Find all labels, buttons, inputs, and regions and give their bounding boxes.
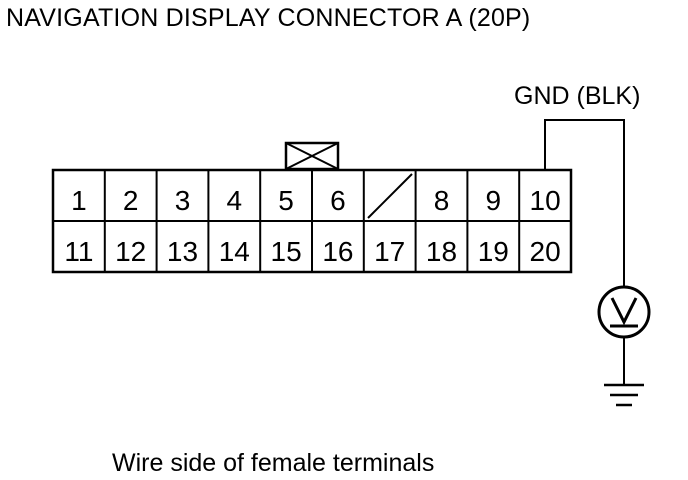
connector-lock-tab-icon — [284, 141, 340, 171]
empty-cavity-slash — [367, 173, 413, 219]
terminal-3: 3 — [175, 185, 191, 216]
ground-wire — [544, 119, 625, 287]
diagram-title: NAVIGATION DISPLAY CONNECTOR A (20P) — [6, 4, 531, 32]
terminal-4: 4 — [227, 185, 243, 216]
terminal-5: 5 — [278, 185, 294, 216]
voltmeter-icon[interactable] — [597, 285, 651, 339]
terminal-10: 10 — [530, 185, 561, 216]
terminal-18: 18 — [426, 236, 457, 267]
terminal-14: 14 — [219, 236, 250, 267]
terminal-16: 16 — [322, 236, 353, 267]
terminal-17: 17 — [374, 236, 405, 267]
terminal-2: 2 — [123, 185, 139, 216]
terminal-1: 1 — [71, 185, 87, 216]
terminal-15: 15 — [271, 236, 302, 267]
diagram-caption: Wire side of female terminals — [112, 449, 435, 477]
terminal-19: 19 — [478, 236, 509, 267]
terminal-11: 11 — [64, 236, 93, 267]
terminal-6: 6 — [330, 185, 346, 216]
ground-symbol-icon — [604, 383, 644, 407]
ground-wire-label: GND (BLK) — [514, 82, 641, 110]
terminal-9: 9 — [486, 185, 502, 216]
terminal-8: 8 — [434, 185, 450, 216]
terminal-20: 20 — [530, 236, 561, 267]
terminal-13: 13 — [167, 236, 198, 267]
terminal-12: 12 — [115, 236, 146, 267]
